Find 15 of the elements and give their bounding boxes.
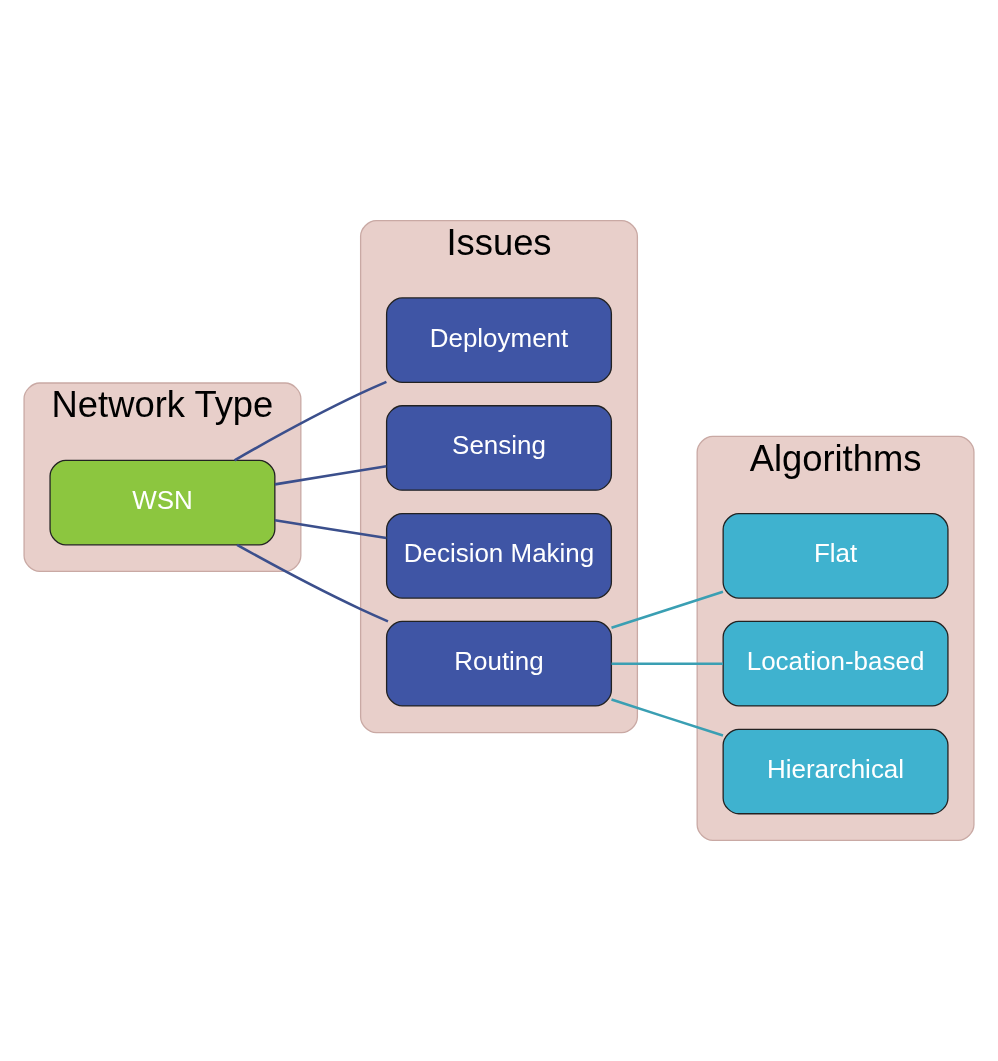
- connector: [274, 464, 387, 486]
- connector: [236, 543, 389, 623]
- connector: [611, 662, 723, 665]
- node-box: Hierarchical: [722, 728, 949, 815]
- node-box: Location-based: [722, 620, 949, 707]
- connector: [611, 698, 724, 737]
- node-box: Sensing: [385, 405, 613, 491]
- connector: [233, 380, 387, 462]
- connector: [611, 590, 724, 629]
- node-box: WSN: [49, 459, 276, 546]
- node-box: Routing: [385, 620, 613, 707]
- node-box: Deployment: [385, 297, 613, 383]
- connector: [274, 519, 387, 540]
- node-box: Decision Making: [385, 512, 613, 599]
- node-box: Flat: [722, 512, 949, 599]
